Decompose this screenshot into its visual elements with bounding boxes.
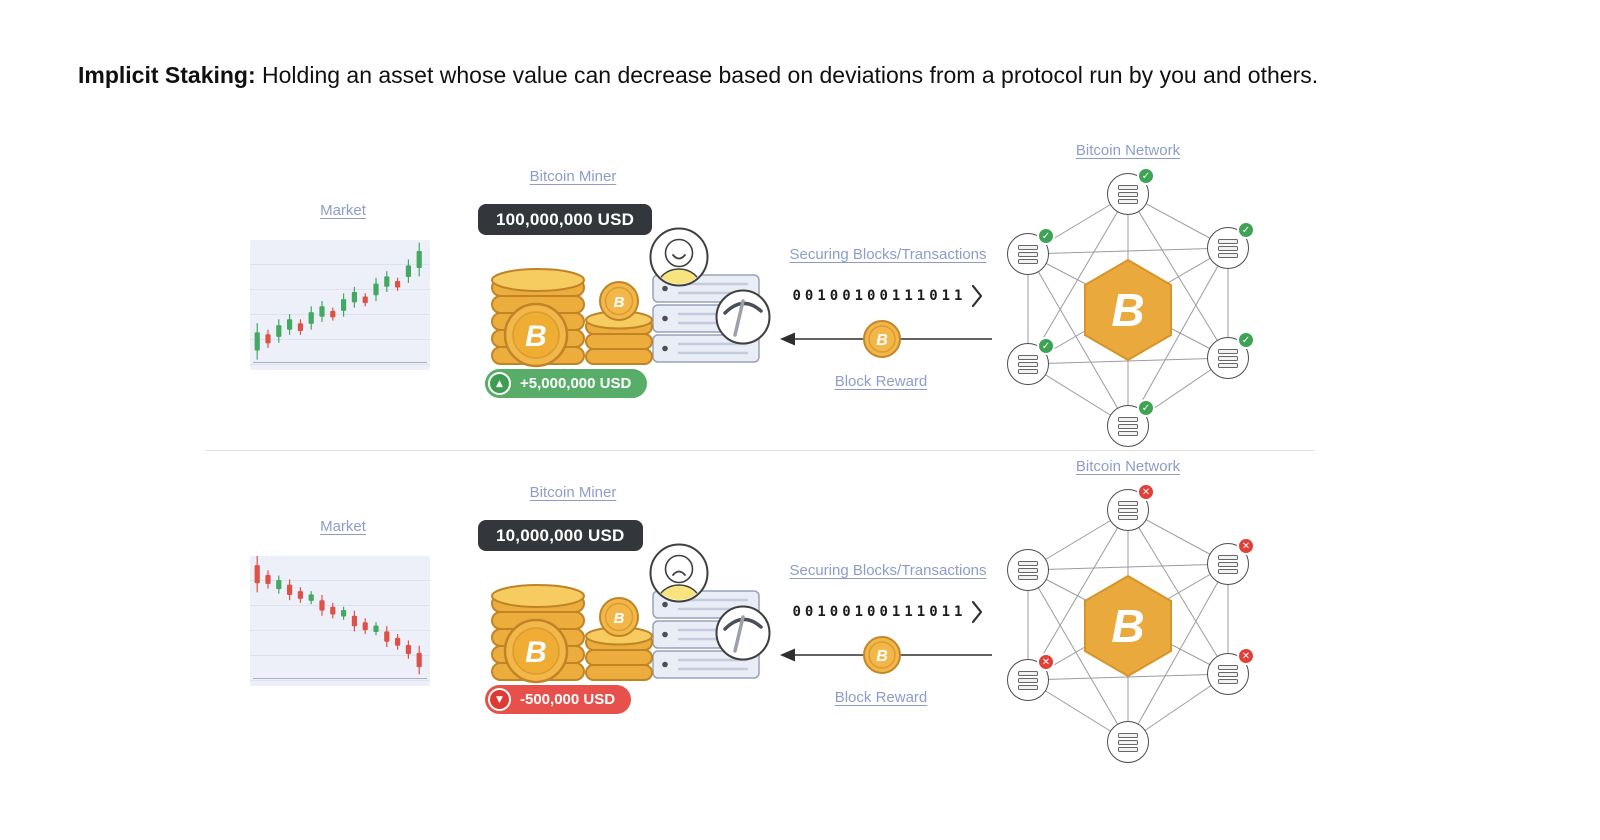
bitcoin-network-graph: B [998, 482, 1258, 784]
title-rest: Holding an asset whose value can decreas… [255, 62, 1319, 88]
market-label: Market [320, 518, 366, 535]
node-status-x-icon [1237, 537, 1255, 555]
miner-delta-badge: ▼ -500,000 USD [485, 685, 632, 714]
network-node [1107, 399, 1155, 447]
bitcoin-network-label: Bitcoin Network [1075, 458, 1181, 475]
bitcoin-icon: B [876, 332, 888, 349]
node-status-x-icon [1137, 483, 1155, 501]
miner-delta-value: +5,000,000 USD [520, 375, 632, 392]
miner-delta-value: -500,000 USD [520, 691, 616, 708]
binary-string: 00100100111011 [792, 288, 967, 304]
market-candlestick-chart-up [250, 240, 430, 370]
market-candlestick-chart-down [250, 556, 430, 686]
scenario-row-market-up: Market Bitcoin Miner 100,000,000 USD [0, 140, 1600, 470]
pickaxe-icon [714, 288, 772, 346]
bitcoin-network-graph: B [998, 166, 1258, 468]
node-status-check-icon [1137, 167, 1155, 185]
bitcoin-icon: B [876, 648, 888, 665]
up-arrow-icon: ▲ [488, 372, 511, 395]
network-node [1007, 549, 1049, 591]
bitcoin-miner-label: Bitcoin Miner [529, 484, 617, 501]
network-node [1207, 221, 1255, 269]
binary-stream: 00100100111011 [770, 599, 1006, 625]
network-node [1207, 647, 1255, 695]
network-node [1007, 337, 1055, 385]
binary-stream: 00100100111011 [770, 283, 1006, 309]
node-status-x-icon [1037, 653, 1055, 671]
network-node [1207, 537, 1255, 585]
node-status-check-icon [1237, 221, 1255, 239]
row-divider [205, 450, 1315, 451]
page-title: Implicit Staking: Holding an asset whose… [78, 62, 1318, 89]
bitcoin-icon: B [525, 320, 547, 353]
block-reward-label: Block Reward [834, 689, 928, 706]
network-node [1207, 331, 1255, 379]
miner-avatar [648, 226, 710, 288]
arrow-right-icon [971, 284, 982, 308]
bitcoin-icon: B [525, 636, 547, 669]
securing-blocks-label: Securing Blocks/Transactions [789, 246, 987, 263]
network-node [1107, 167, 1155, 215]
miner-balance-badge: 10,000,000 USD [478, 520, 643, 551]
bitcoin-coin-stack-icon: B B [486, 554, 658, 686]
block-reward-label: Block Reward [834, 373, 928, 390]
bitcoin-coin-stack-icon: B B [486, 238, 658, 370]
miner-delta-badge: ▲ +5,000,000 USD [485, 369, 648, 398]
network-node [1107, 721, 1149, 763]
block-reward-arrow-left-icon: B [778, 632, 996, 678]
bitcoin-hexagon [1084, 258, 1172, 362]
node-status-check-icon [1137, 399, 1155, 417]
miner-balance-badge: 100,000,000 USD [478, 204, 653, 235]
miner-avatar [648, 542, 710, 604]
bitcoin-network-label: Bitcoin Network [1075, 142, 1181, 159]
bitcoin-icon: B [1111, 600, 1144, 652]
bitcoin-icon: B [1111, 284, 1144, 336]
bitcoin-icon: B [614, 610, 625, 627]
node-status-x-icon [1237, 647, 1255, 665]
pickaxe-icon [714, 604, 772, 662]
node-status-check-icon [1237, 331, 1255, 349]
securing-blocks-label: Securing Blocks/Transactions [789, 562, 987, 579]
scenario-row-market-down: Market Bitcoin Miner 10,000,000 USD [0, 456, 1600, 786]
bitcoin-hexagon [1084, 574, 1172, 678]
network-node [1007, 653, 1055, 701]
block-reward-arrow-left-icon: B [778, 316, 996, 362]
arrow-right-icon [971, 600, 982, 624]
network-node [1007, 227, 1055, 275]
node-status-check-icon [1037, 227, 1055, 245]
down-arrow-icon: ▼ [488, 688, 511, 711]
market-label: Market [320, 202, 366, 219]
bitcoin-icon: B [614, 294, 625, 311]
title-lead: Implicit Staking: [78, 62, 256, 88]
bitcoin-miner-label: Bitcoin Miner [529, 168, 617, 185]
binary-string: 00100100111011 [792, 604, 967, 620]
network-node [1107, 483, 1155, 531]
node-status-check-icon [1037, 337, 1055, 355]
